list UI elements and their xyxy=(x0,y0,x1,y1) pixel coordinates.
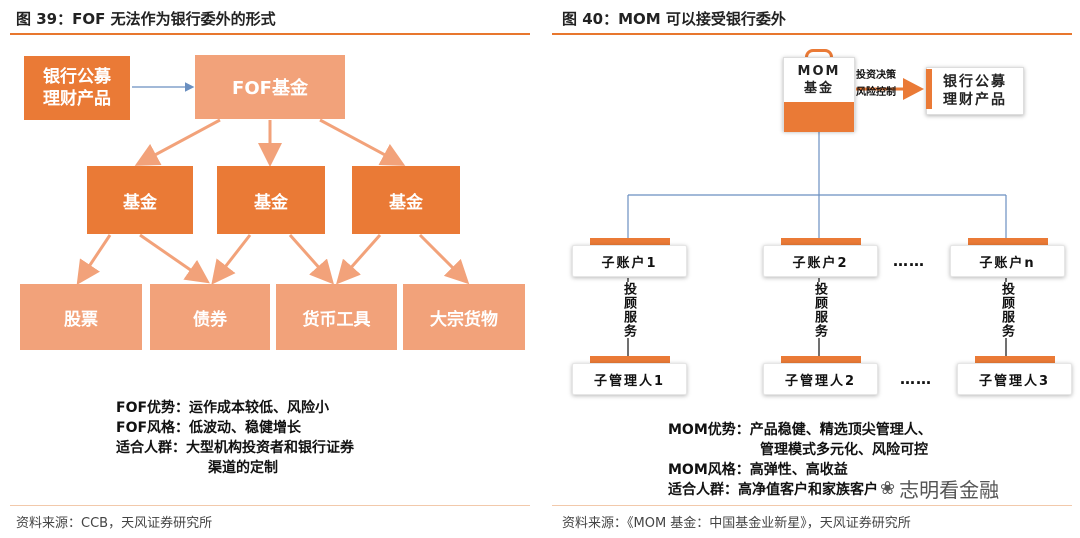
ellipsis-bottom: …… xyxy=(900,370,932,388)
watermark: ❀ 志明看金融 xyxy=(880,474,999,503)
right-notes: MOM优势：产品稳健、精选顶尖管理人、 管理模式多元化、风险可控 MOM风格：高… xyxy=(668,420,932,500)
right-note-advantage: MOM优势：产品稳健、精选顶尖管理人、 xyxy=(668,420,932,440)
fund2-to-bond-arrow xyxy=(211,234,252,285)
ellipsis-top: …… xyxy=(893,252,925,270)
fund3-to-money-arrow xyxy=(336,234,382,285)
mom-to-bank-arrow-head xyxy=(903,78,924,100)
asset-commodity-node: 大宗货物 xyxy=(403,284,525,350)
fof-to-fund1-arrow xyxy=(134,118,221,166)
advisory-label-2: 投顾服务 xyxy=(810,282,829,338)
sub-manager-label: 子管理人1 xyxy=(572,363,687,395)
right-source: 资料来源：《MOM 基金：中国基金业新星》，天风证券研究所 xyxy=(562,516,911,531)
left-note-audience: 适合人群：大型机构投资者和银行证券 xyxy=(116,438,354,458)
advisory-label-3: 投顾服务 xyxy=(997,282,1016,338)
left-note-advantage: FOF优势：运作成本较低、风险小 xyxy=(116,398,354,418)
left-source: 资料来源：CCB，天风证券研究所 xyxy=(16,516,213,531)
right-connectors xyxy=(627,78,1007,356)
left-note-style: FOF风格：低波动、稳健增长 xyxy=(116,418,354,438)
fund-node-1: 基金 xyxy=(87,166,193,234)
sub-manager-card-2: 子管理人2 xyxy=(763,356,878,395)
fund-node-2: 基金 xyxy=(217,166,325,234)
note-text: 产品稳健、精选顶尖管理人、 xyxy=(749,422,932,438)
fof-to-fund3-arrow xyxy=(319,118,406,166)
left-notes: FOF优势：运作成本较低、风险小 FOF风格：低波动、稳健增长 适合人群：大型机… xyxy=(116,398,354,478)
left-figure-title: 图 39：FOF 无法作为银行委外的形式 xyxy=(16,10,276,28)
note-label: 适合人群： xyxy=(668,482,738,498)
note-label: MOM风格： xyxy=(668,462,750,478)
sub-account-label: 子账户2 xyxy=(763,245,878,277)
right-note-advantage-cont: 管理模式多元化、风险可控 xyxy=(760,442,928,458)
fof-fund-node: FOF基金 xyxy=(195,55,345,119)
sub-account-card-n: 子账户n xyxy=(950,238,1065,277)
advisory-label-1: 投顾服务 xyxy=(619,282,638,338)
fund3-to-commodity-arrow xyxy=(418,233,470,285)
sub-account-label: 子账户1 xyxy=(572,245,687,277)
right-bank-product-node: 银行公募 理财产品 xyxy=(926,67,1024,115)
fund-node-3: 基金 xyxy=(352,166,460,234)
sub-manager-label: 子管理人3 xyxy=(957,363,1072,395)
left-bottom-rule xyxy=(10,505,530,506)
wechat-icon: ❀ xyxy=(880,478,896,499)
sub-account-card-2: 子账户2 xyxy=(763,238,878,277)
note-text: 大型机构投资者和银行证券 xyxy=(186,440,354,456)
sub-manager-card-1: 子管理人1 xyxy=(572,356,687,395)
note-text: 低波动、稳健增长 xyxy=(189,420,302,436)
mom-fund-node: MOM 基金 xyxy=(783,49,855,132)
note-text: 高净值客户和家族客户 xyxy=(738,482,878,498)
sub-account-label: 子账户n xyxy=(950,245,1065,277)
left-title-rule xyxy=(10,33,530,35)
right-note-style: MOM风格：高弹性、高收益 xyxy=(668,460,932,480)
right-title-rule xyxy=(552,33,1072,35)
left-bank-product-node: 银行公募 理财产品 xyxy=(24,56,130,120)
sub-account-card-1: 子账户1 xyxy=(572,238,687,277)
bank-product-tab xyxy=(926,69,932,109)
mom-orange-band xyxy=(784,102,854,132)
note-text: 高弹性、高收益 xyxy=(749,462,848,478)
note-label: FOF风格： xyxy=(116,420,190,436)
left-connectors xyxy=(76,82,470,285)
asset-bond-node: 债券 xyxy=(150,284,270,350)
arrow-label-investment: 投资决策 xyxy=(856,70,896,81)
note-text: 运作成本较低、风险小 xyxy=(189,400,330,416)
note-label: FOF优势： xyxy=(116,400,190,416)
watermark-text: 志明看金融 xyxy=(899,478,1000,502)
mom-fund-label: MOM 基金 xyxy=(797,64,841,96)
mom-handle xyxy=(805,49,833,59)
note-label: 适合人群： xyxy=(116,440,186,456)
sub-manager-label: 子管理人2 xyxy=(763,363,878,395)
asset-stock-node: 股票 xyxy=(20,284,142,350)
fund2-to-money-arrow xyxy=(288,234,334,285)
asset-money-tool-node: 货币工具 xyxy=(276,284,397,350)
sub-manager-card-3: 子管理人3 xyxy=(957,356,1072,395)
fund1-to-bond-arrow xyxy=(139,233,210,284)
right-bottom-rule xyxy=(552,505,1072,506)
left-note-audience-cont: 渠道的定制 xyxy=(208,460,278,476)
fund1-to-stock-arrow xyxy=(76,234,112,285)
note-label: MOM优势： xyxy=(668,422,750,438)
right-note-audience: 适合人群：高净值客户和家族客户 xyxy=(668,480,932,500)
right-figure-title: 图 40：MOM 可以接受银行委外 xyxy=(562,10,786,28)
arrow-label-risk: 风险控制 xyxy=(856,87,896,98)
mom-arrow-labels: 投资决策 风险控制 xyxy=(856,67,896,101)
